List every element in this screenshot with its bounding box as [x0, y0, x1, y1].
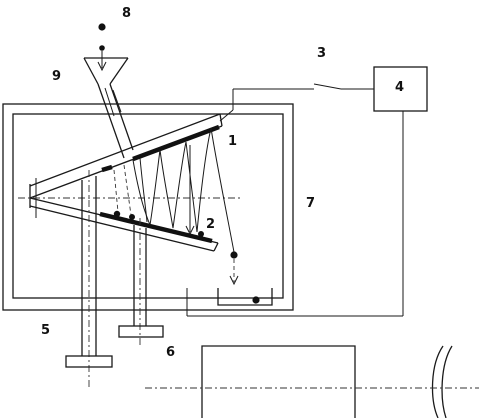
particle-paths — [113, 145, 239, 286]
label-5: 5 — [41, 323, 50, 338]
bottom-body — [145, 345, 479, 418]
particle-ball — [98, 23, 106, 31]
label-8: 8 — [122, 6, 131, 21]
lower-electrode — [99, 211, 213, 244]
arrow-down-icon — [185, 225, 195, 236]
particle-ball — [198, 231, 204, 237]
particle-ball — [99, 45, 105, 51]
particle-ball — [230, 251, 238, 259]
arrow-down-icon — [229, 275, 239, 286]
label-7: 7 — [306, 196, 315, 211]
label-3: 3 — [317, 46, 326, 61]
label-1: 1 — [228, 134, 237, 149]
collection-tray — [217, 288, 273, 306]
particle-ball — [252, 296, 260, 304]
upper-inclined-plate — [29, 113, 223, 199]
outer-frame — [2, 103, 294, 311]
label-9: 9 — [52, 69, 61, 84]
label-4: 4 — [395, 80, 404, 95]
arrow-down-icon — [97, 61, 107, 72]
upper-electrode — [132, 124, 220, 162]
support-post-left — [65, 170, 113, 390]
label-2: 2 — [206, 217, 215, 232]
particle-ball — [129, 214, 135, 220]
lower-inclined-plate — [29, 164, 219, 252]
particle-ball — [113, 210, 121, 218]
switch-lever — [313, 83, 342, 90]
particle-feed — [97, 23, 107, 72]
support-post-right — [118, 218, 164, 345]
hopper — [83, 57, 134, 159]
wiring — [186, 83, 404, 317]
label-6: 6 — [166, 345, 175, 360]
oscillation-wave — [132, 127, 235, 253]
